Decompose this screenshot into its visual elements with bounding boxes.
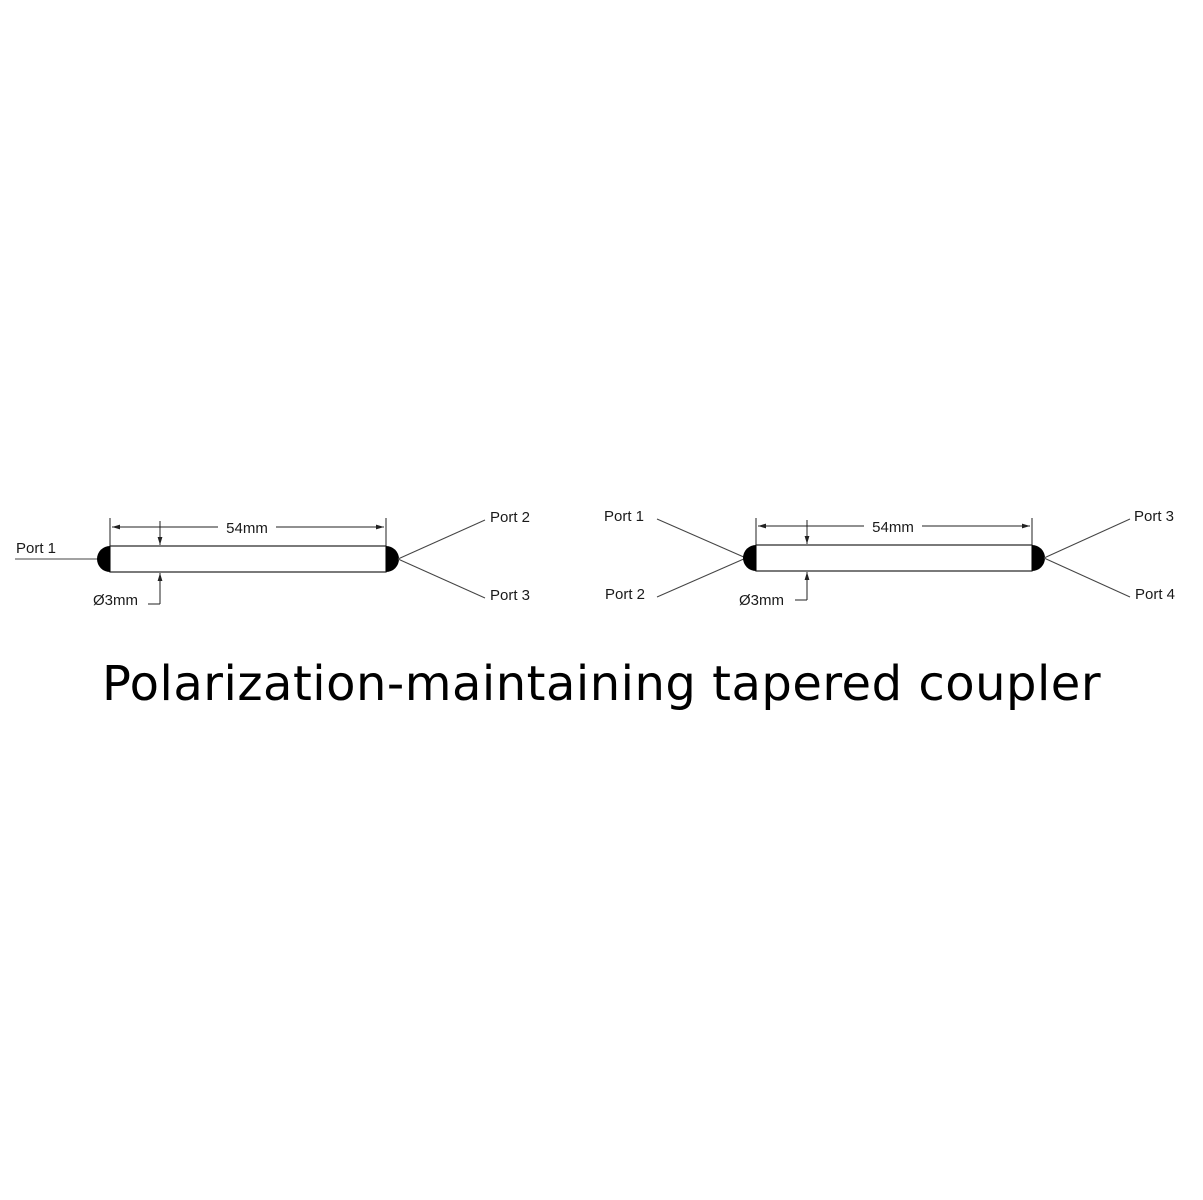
coupler-1x2: Port 1 Port 2 Port 3 54mm Ø3mm	[15, 509, 530, 609]
diameter-label: Ø3mm	[739, 592, 784, 609]
fiber-port-4	[1043, 557, 1131, 598]
fiber-port-2	[656, 557, 747, 598]
length-label: 54mm	[872, 519, 914, 536]
port-2-label: Port 2	[605, 586, 645, 603]
port-3-label: Port 3	[490, 587, 530, 604]
diagram-caption: Polarization-maintaining tapered coupler	[101, 656, 1102, 712]
coupler-2x2: Port 1 Port 2 Port 3 Port 4 54mm Ø3mm	[604, 508, 1175, 609]
fiber-port-1	[656, 518, 747, 559]
coupler-body	[109, 545, 387, 573]
port-3-label: Port 3	[1134, 508, 1174, 525]
port-1-label: Port 1	[604, 508, 644, 525]
diameter-label: Ø3mm	[93, 592, 138, 609]
fiber-port-3	[1043, 518, 1131, 559]
length-label: 54mm	[226, 520, 268, 537]
fiber-port-3	[397, 558, 486, 599]
port-2-label: Port 2	[490, 509, 530, 526]
left-end-cap	[97, 546, 110, 572]
left-end-cap	[743, 545, 756, 571]
right-end-cap	[386, 546, 399, 572]
port-4-label: Port 4	[1135, 586, 1175, 603]
fiber-port-2	[397, 519, 486, 560]
port-1-label: Port 1	[16, 540, 56, 557]
right-end-cap	[1032, 545, 1045, 571]
coupler-body	[755, 544, 1033, 572]
